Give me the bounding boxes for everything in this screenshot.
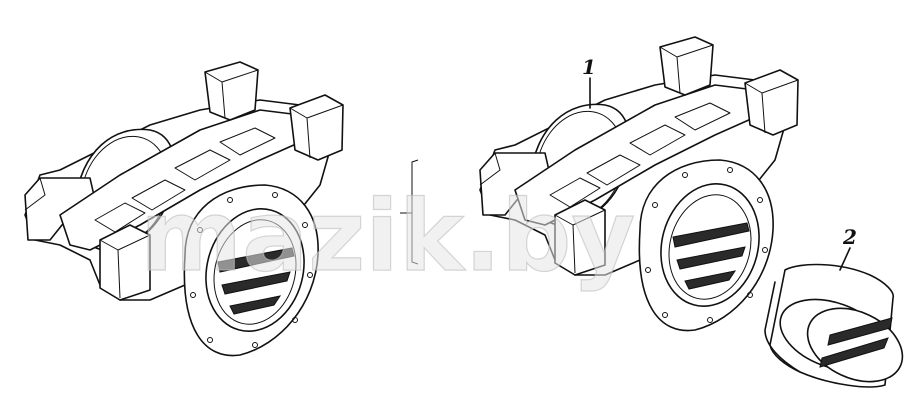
callout-2: 2 [842, 225, 857, 249]
watermark: mazik.by [140, 180, 635, 294]
assembly-bracket [400, 159, 419, 265]
callout-1: 1 [582, 55, 596, 79]
leader-line-2 [839, 247, 851, 271]
bushing [764, 263, 904, 388]
